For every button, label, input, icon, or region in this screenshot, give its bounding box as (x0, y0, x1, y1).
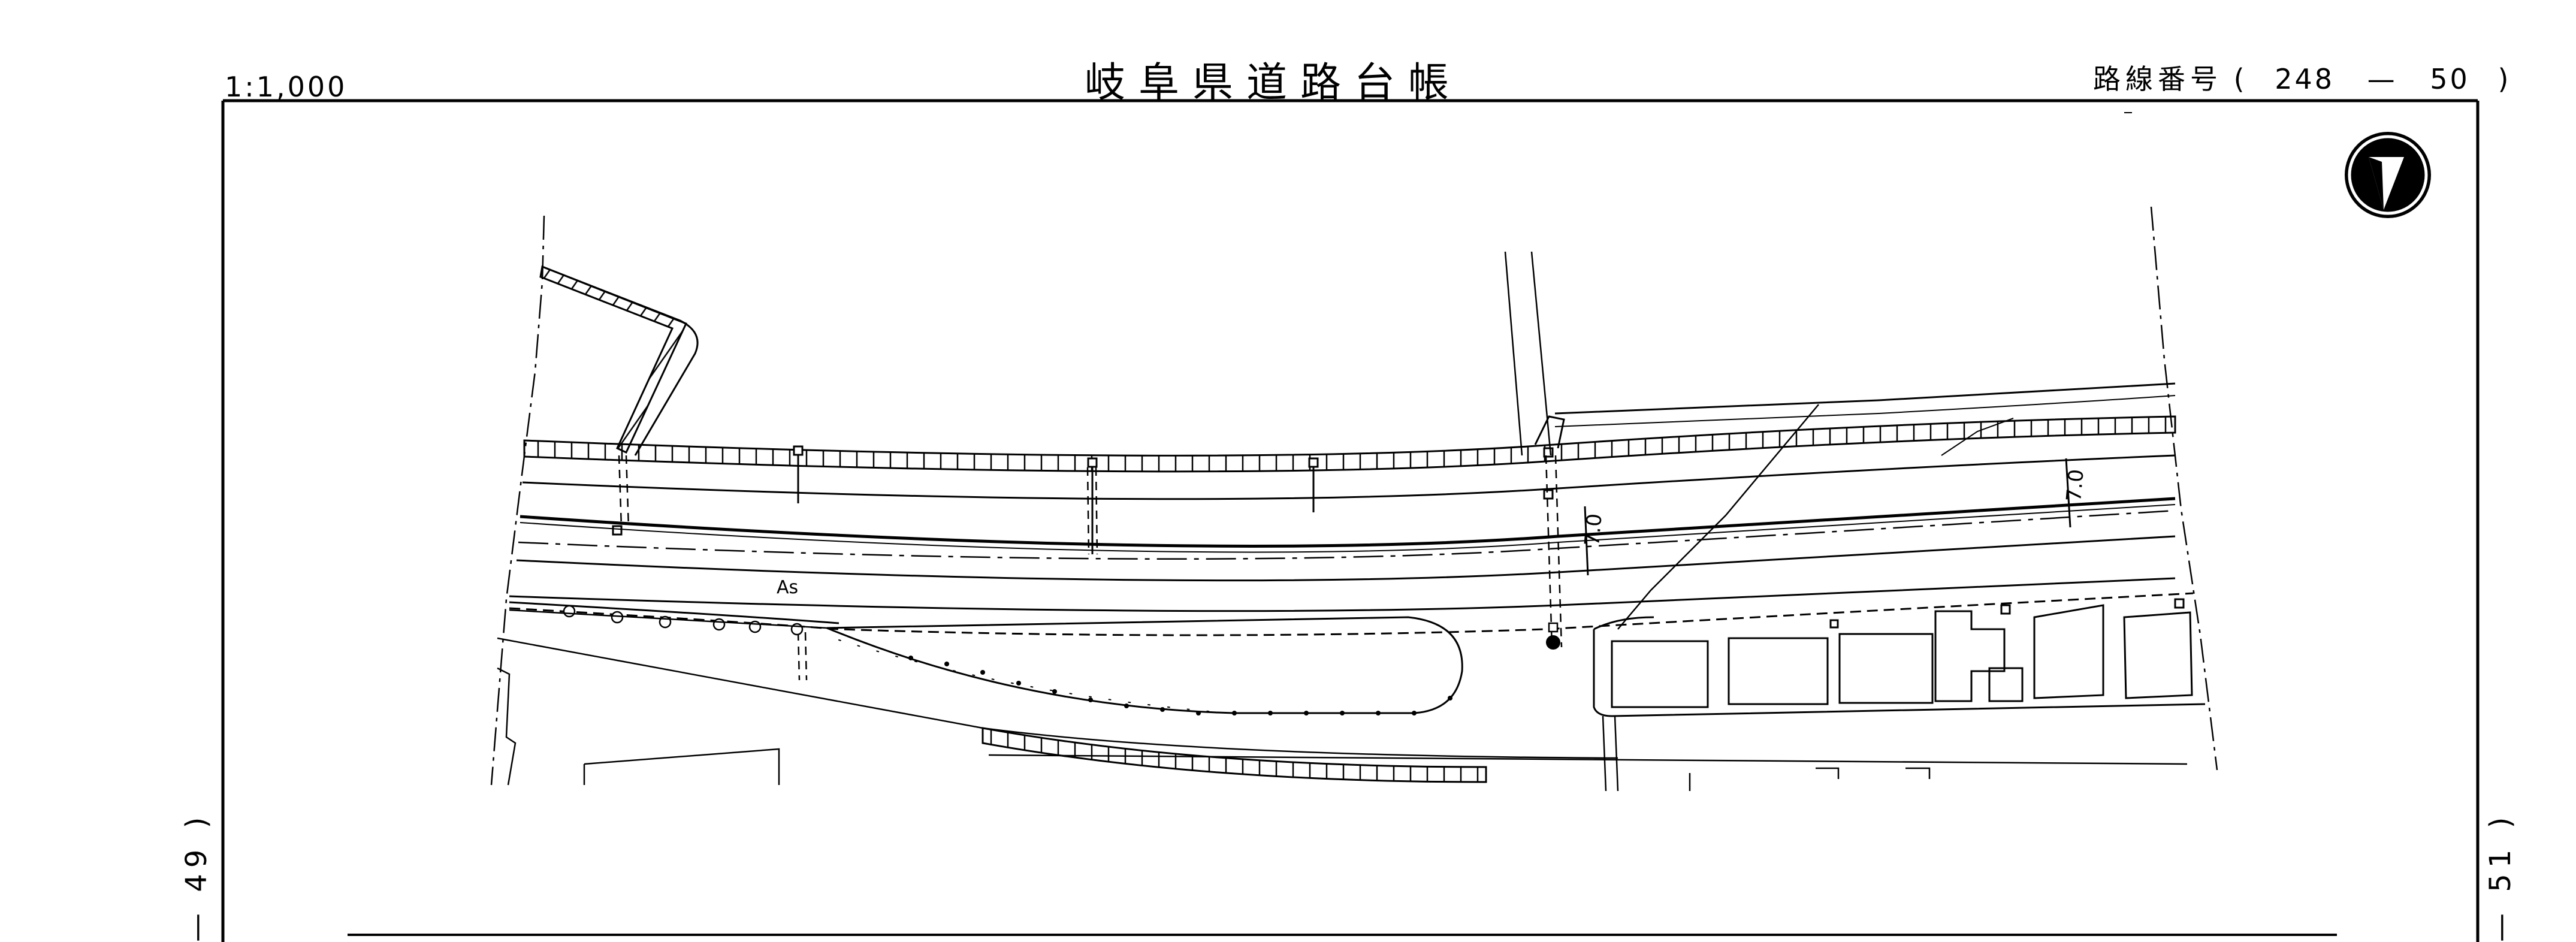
route-number-block: 路線番号 ( 248 — 50 ) (2093, 58, 2511, 97)
junction-pole (1546, 622, 1560, 650)
retaining-wall-south (982, 727, 1487, 783)
poles-north (612, 445, 1554, 554)
left-structures (497, 667, 780, 786)
side-road-north (1504, 251, 1552, 456)
sheet-frame (221, 99, 2480, 942)
route-open-paren: ( (2233, 63, 2247, 95)
route-number: 248 (2275, 63, 2335, 95)
north-sidewalk (523, 382, 2176, 473)
map-scale: 1:1,000 (225, 71, 348, 103)
right-of-way-boundaries (490, 206, 2218, 786)
route-sheet-number: 50 (2430, 63, 2470, 95)
route-close-paren: ) (2498, 63, 2511, 95)
north-arrow-icon (2345, 132, 2431, 218)
building-block (1593, 598, 2206, 717)
page-title: 岐阜県道路台帳 (1085, 59, 1463, 107)
south-island (826, 616, 1463, 714)
island-dots (908, 656, 1452, 715)
side-road-south (1602, 715, 1931, 792)
carriageway-lines (509, 454, 2176, 612)
pavement-label: As (777, 577, 798, 598)
retaining-wall-upper-left (539, 265, 699, 456)
diagonal-utility-line (1617, 404, 1819, 630)
route-number-label: 路線番号 (2093, 63, 2222, 95)
road-width-markers (1584, 458, 2071, 576)
width-label-right: 7.0 (2062, 468, 2089, 502)
route-dash: — (2367, 63, 2397, 95)
south-road-edge (497, 609, 2188, 765)
width-label-center: 7.0 (1580, 512, 1607, 547)
south-curb-line (509, 592, 2194, 636)
culvert-crossings (618, 455, 1563, 681)
